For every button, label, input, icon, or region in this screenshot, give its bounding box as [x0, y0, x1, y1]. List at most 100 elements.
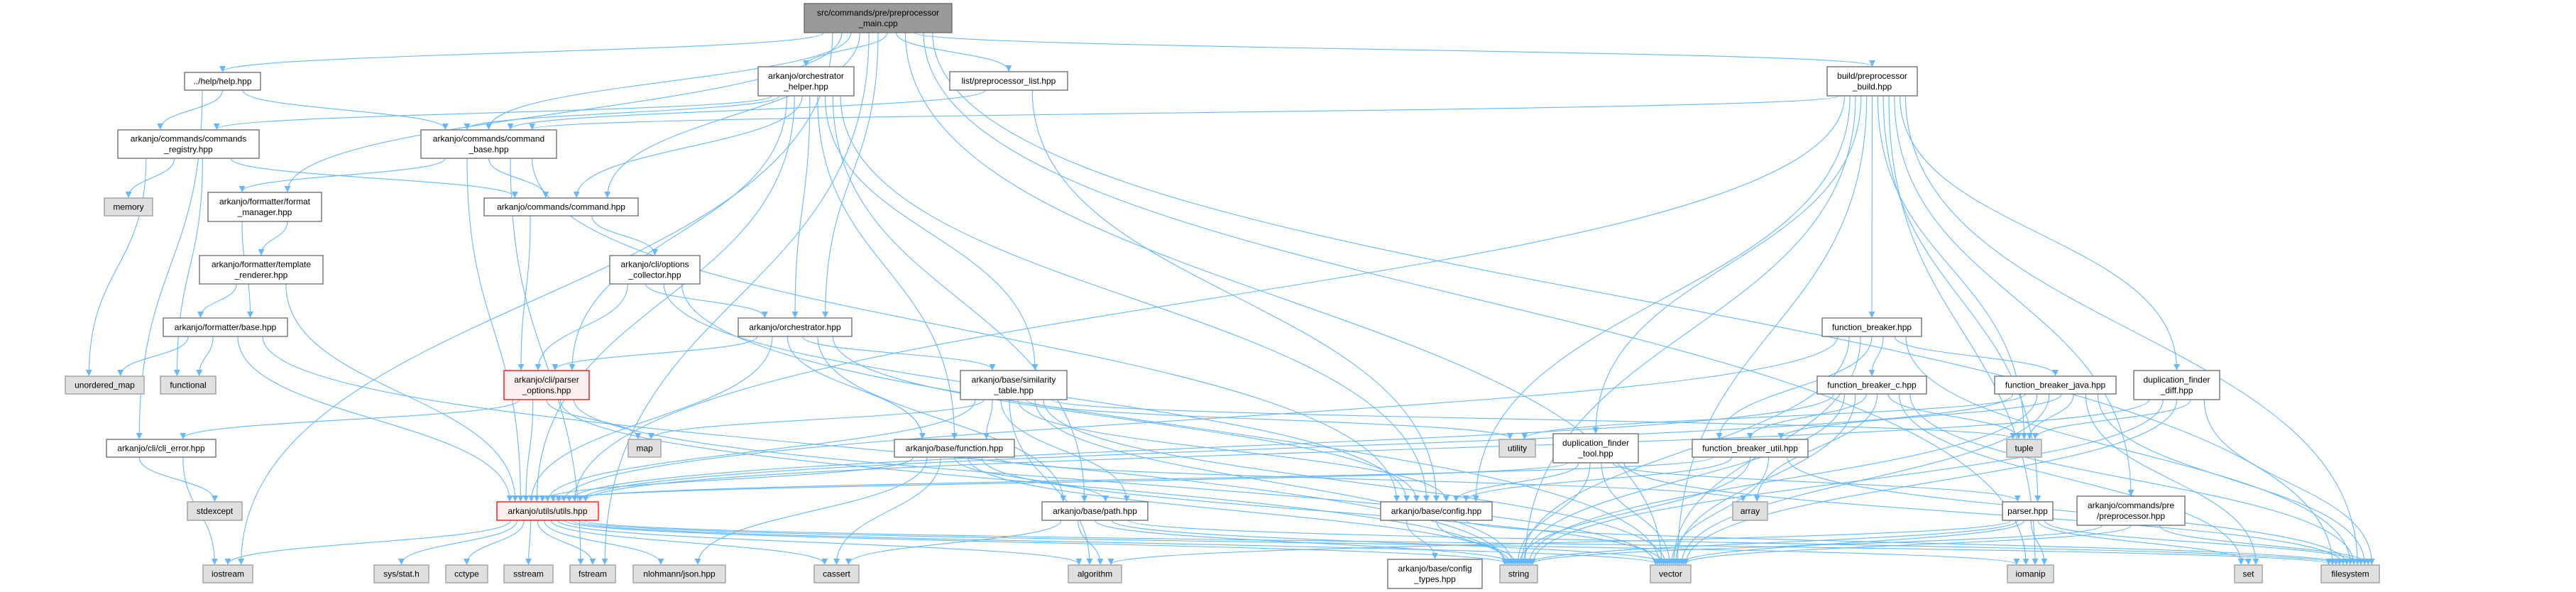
node-build[interactable]: build/preprocessor_build.hpp	[1826, 66, 1918, 97]
node-label: nlohmann/json.hpp	[643, 569, 716, 579]
node-label: arkanjo/formatter/base.hpp	[175, 322, 277, 332]
node-iomanip: iomanip	[2007, 564, 2054, 583]
node-fb-util[interactable]: function_breaker_util.hpp	[1692, 439, 1809, 458]
edge-path-to-algorithm	[1078, 520, 1104, 565]
edge-list-to-config	[1031, 89, 1440, 502]
edge-similarity_table-to-vector	[1043, 399, 1669, 565]
node-label: arkanjo/cli/parser	[514, 375, 579, 385]
node-label: string	[1508, 569, 1529, 579]
edge-function_breaker-to-utils	[561, 336, 1838, 502]
node-format-manager[interactable]: arkanjo/formatter/format_manager.hpp	[207, 192, 322, 222]
node-command[interactable]: arkanjo/commands/command.hpp	[483, 197, 639, 216]
edge-build-to-vector	[1674, 95, 1868, 565]
node-label: arkanjo/base/path.hpp	[1053, 506, 1137, 516]
node-box	[117, 129, 260, 159]
node-box	[496, 501, 599, 521]
node-box	[163, 317, 288, 337]
edge-fb_util-to-utils	[555, 456, 1714, 502]
node-utils[interactable]: arkanjo/utils/utils.hpp	[496, 501, 599, 521]
node-orch-helper[interactable]: arkanjo/orchestrator_helper.hpp	[757, 66, 855, 97]
node-parser-options[interactable]: arkanjo/cli/parser_options.hpp	[503, 370, 590, 400]
edge-utils-to-json	[544, 520, 664, 565]
node-label: duplication_finder	[2143, 375, 2210, 385]
node-label: vector	[1659, 569, 1682, 579]
edge-fb_java-to-fb_util	[1777, 393, 2062, 439]
node-label: function_breaker.hpp	[1832, 322, 1912, 332]
node-box	[949, 71, 1068, 91]
node-box	[609, 255, 701, 285]
edge-utils-to-cctype	[464, 520, 525, 565]
edge-dup_diff-to-vector	[1682, 399, 2178, 565]
edge-orch_helper-to-command_base	[464, 95, 780, 130]
edge-similarity_table-to-tuple	[1051, 399, 2016, 439]
node-array: array	[1732, 501, 1768, 521]
node-label: arkanjo/commands/command.hpp	[497, 202, 625, 212]
edge-parser-to-iomanip	[2030, 520, 2048, 565]
node-label: arkanjo/cli/options	[620, 260, 689, 270]
edge-registry-to-functional	[173, 158, 203, 376]
edge-path-to-cassert	[845, 520, 1062, 565]
edge-cli_error-to-stdexcept	[138, 456, 218, 502]
node-cassert: cassert	[813, 564, 860, 583]
edge-dup_diff-to-tuple	[2032, 399, 2191, 439]
edge-fb_java-to-utils	[576, 393, 2014, 502]
edge-function_breaker-to-filesystem	[1905, 336, 2354, 565]
edge-path-to-vector	[1111, 520, 1671, 565]
node-template-renderer[interactable]: arkanjo/formatter/template_renderer.hpp	[199, 255, 324, 285]
node-function[interactable]: arkanjo/base/function.hpp	[894, 439, 1015, 458]
node-label: tuple	[2015, 444, 2033, 454]
node-fb-java[interactable]: function_breaker_java.hpp	[1994, 376, 2117, 395]
node-main[interactable]: src/commands/pre/preprocessor_main.cpp	[804, 3, 953, 33]
edge-fb_java-to-set	[2085, 393, 2259, 565]
node-label: map	[636, 444, 653, 454]
node-list[interactable]: list/preprocessor_list.hpp	[949, 71, 1068, 91]
node-box	[569, 564, 616, 583]
edge-main-to-iomanip	[923, 32, 2029, 565]
node-set: set	[2234, 564, 2263, 583]
edge-config-to-config_types	[1406, 520, 1438, 559]
node-label: arkanjo/formatter/format	[219, 197, 311, 207]
edge-dup_diff-to-string	[1529, 399, 2164, 565]
node-path[interactable]: arkanjo/base/path.hpp	[1041, 501, 1149, 521]
node-label: arkanjo/orchestrator.hpp	[749, 322, 841, 332]
node-fb-c[interactable]: function_breaker_c.hpp	[1816, 376, 1927, 395]
node-dup-tool[interactable]: duplication_finder_tool.hpp	[1552, 433, 1639, 464]
node-function-breaker[interactable]: function_breaker.hpp	[1821, 317, 1922, 337]
edge-format_manager-to-template_renderer	[258, 221, 288, 256]
node-command-base[interactable]: arkanjo/commands/command_base.hpp	[420, 129, 557, 159]
node-label: arkanjo/utils/utils.hpp	[508, 506, 587, 516]
edge-function_breaker-to-fb_util	[1716, 336, 1873, 439]
edge-fb_java-to-filesystem	[2097, 393, 2368, 565]
node-orchestrator[interactable]: arkanjo/orchestrator.hpp	[738, 317, 853, 337]
edges-layer	[85, 32, 2375, 565]
node-preprocessor[interactable]: arkanjo/commands/pre/preprocessor.hpp	[2076, 495, 2186, 526]
nodes-layer: src/commands/pre/preprocessor_main.cpp..…	[65, 3, 2380, 589]
edge-orch_helper-to-similarity_table	[824, 95, 1038, 371]
node-similarity-table[interactable]: arkanjo/base/similarity_table.hpp	[960, 370, 1068, 400]
node-cli-error[interactable]: arkanjo/cli/cli_error.hpp	[106, 439, 217, 458]
node-config-types[interactable]: arkanjo/base/config_types.hpp	[1387, 559, 1483, 589]
edge-dup_tool-to-parser	[1612, 462, 2021, 502]
edge-function-to-json	[694, 456, 928, 565]
node-label: arkanjo/commands/commands	[131, 134, 246, 144]
node-registry[interactable]: arkanjo/commands/commands_registry.hpp	[117, 129, 260, 159]
edge-orch_helper-to-registry	[214, 95, 772, 130]
node-help[interactable]: ../help/help.hpp	[184, 72, 261, 91]
node-formatter-base[interactable]: arkanjo/formatter/base.hpp	[163, 317, 288, 337]
node-box	[373, 564, 429, 583]
node-parser[interactable]: parser.hpp	[2002, 501, 2054, 521]
node-options-collector[interactable]: arkanjo/cli/options_collector.hpp	[609, 255, 701, 285]
edge-command-to-options_collector	[591, 215, 658, 256]
node-box	[1499, 564, 1538, 583]
node-dup-diff[interactable]: duplication_finder_diff.hpp	[2133, 370, 2220, 400]
edge-parser_options-to-vector	[573, 399, 1659, 565]
node-label: filesystem	[2331, 569, 2369, 579]
node-label: memory	[113, 202, 143, 212]
edge-orchestrator-to-utils	[528, 336, 773, 502]
edge-build-to-config	[1472, 95, 1851, 502]
node-config[interactable]: arkanjo/base/config.hpp	[1380, 501, 1493, 521]
node-box	[445, 564, 488, 583]
node-label: function_breaker_util.hpp	[1702, 444, 1798, 454]
node-box	[813, 564, 860, 583]
